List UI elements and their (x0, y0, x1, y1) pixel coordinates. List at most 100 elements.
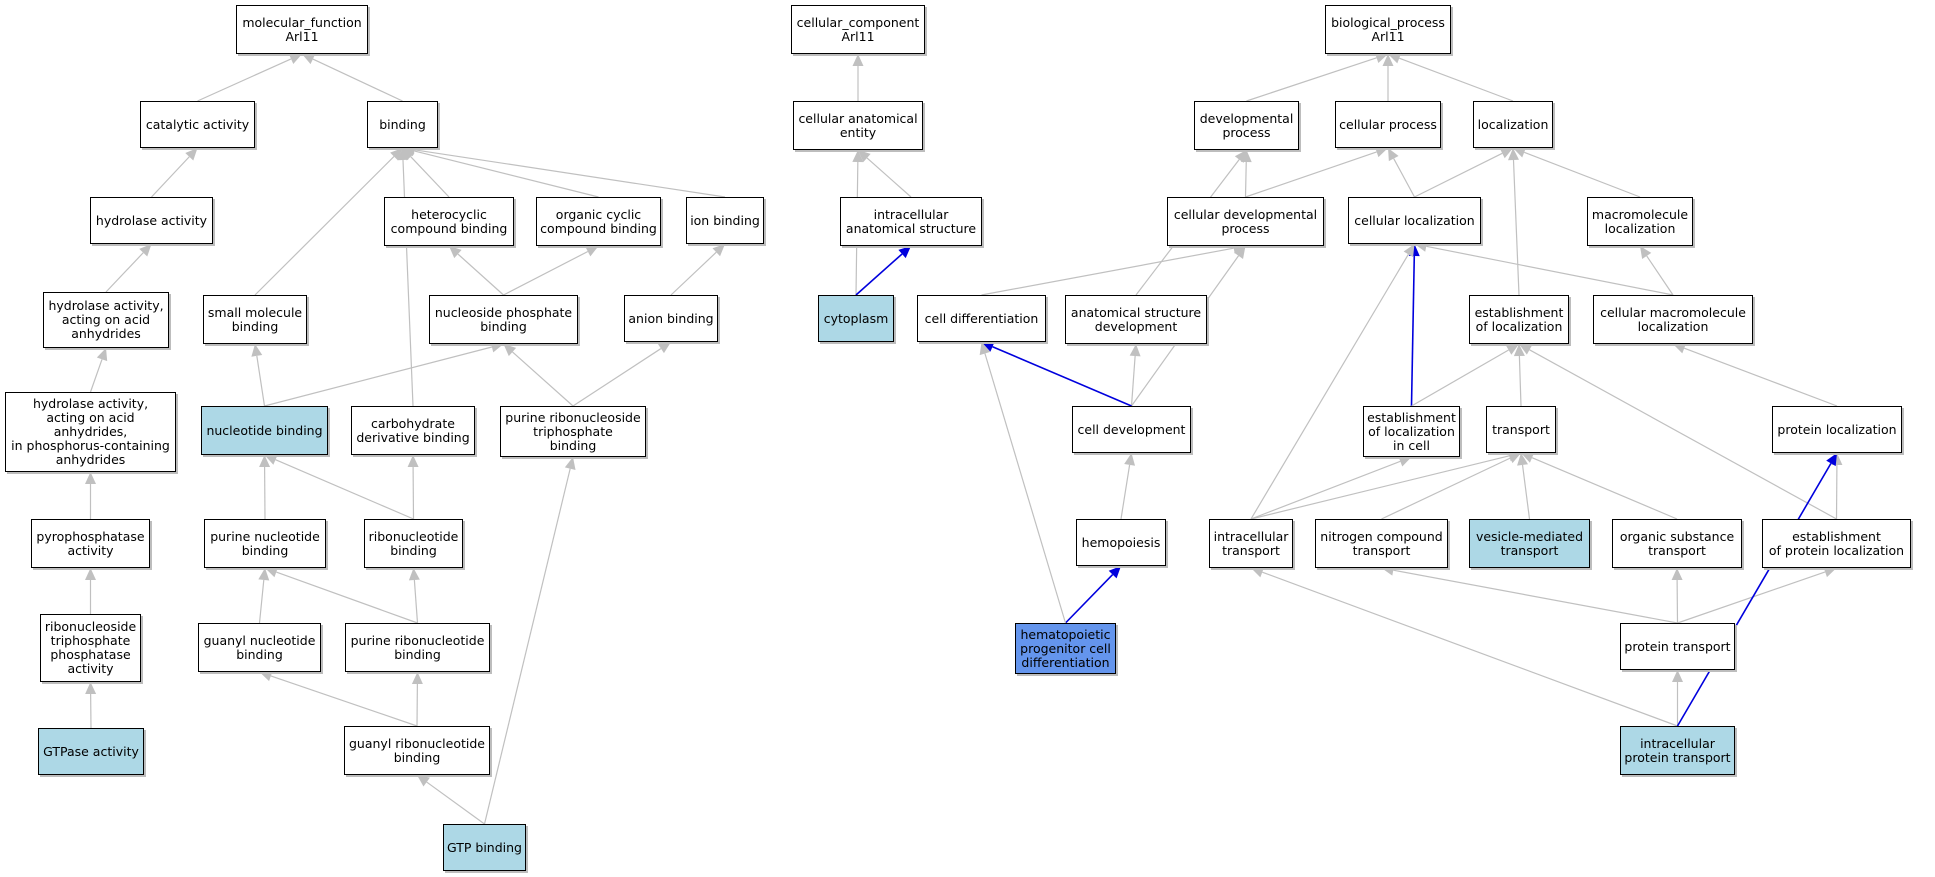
node-cellular-anatomical-entity[interactable]: cellular anatomical entity (793, 101, 923, 150)
node-hydrolase-activity[interactable]: hydrolase activity (90, 197, 213, 244)
node-purine-nucleotide-binding[interactable]: purine nucleotide binding (204, 519, 326, 568)
edge-nucleotide_binding-to-small_molecule (256, 355, 266, 407)
node-purine-ribonucleoside-triphosphate-binding[interactable]: purine ribonucleoside triphosphate bindi… (500, 406, 646, 457)
node-nucleotide-binding[interactable]: nucleotide binding (201, 406, 328, 455)
node-protein-transport[interactable]: protein transport (1620, 623, 1735, 670)
node-carbohydrate-derivative-binding[interactable]: carbohydrate derivative binding (351, 406, 475, 455)
node-macromolecule-localization[interactable]: macromolecule localization (1587, 197, 1693, 246)
node-molecular-function-root[interactable]: molecular_function Arl11 (236, 5, 368, 54)
edge-protein_transport-to-establishment_protein_loc (1677, 571, 1826, 624)
arrowhead-binding-to-mf_root (302, 54, 316, 65)
arrowhead-purine_ribonucleotide-to-purine_nucleotide (265, 566, 279, 578)
node-cytoplasm[interactable]: cytoplasm (818, 295, 894, 342)
node-hydrolase-acid-anhydrides[interactable]: hydrolase activity, acting on acid anhyd… (43, 292, 169, 348)
arrowhead-intracell_anat-to-cell_anat_entity (858, 150, 871, 163)
edge-hematopoietic-to-cell_diff (984, 353, 1067, 624)
node-vesicle-mediated-transport[interactable]: vesicle-mediated transport (1469, 519, 1590, 568)
edge-hemopoiesis-to-cell_development (1120, 464, 1131, 520)
node-cell-development[interactable]: cell development (1072, 406, 1191, 453)
arrowhead-cell_development-to-anat_struct_dev (1129, 344, 1141, 357)
edge-nucleoside_phosphate-to-heterocyclic (457, 253, 504, 296)
node-ribonucleotide-binding[interactable]: ribonucleotide binding (364, 519, 463, 568)
node-developmental-process[interactable]: developmental process (1194, 101, 1299, 150)
edge-heterocyclic-to-binding (410, 156, 450, 198)
node-hematopoietic-progenitor-cell-differentiation[interactable]: hematopoietic progenitor cell differenti… (1015, 623, 1116, 674)
node-binding[interactable]: binding (367, 101, 438, 148)
node-hydrolase-phosphorus-anhydrides[interactable]: hydrolase activity, acting on acid anhyd… (5, 392, 176, 472)
node-nucleoside-phosphate-binding[interactable]: nucleoside phosphate binding (429, 295, 578, 344)
node-establishment-of-localization-in-cell[interactable]: establishment of localization in cell (1363, 406, 1460, 457)
arrowhead-intracellular_transport-to-establishment_loc_cell (1398, 456, 1412, 467)
edge-nitrogen_transport-to-transport (1381, 457, 1511, 520)
node-intracellular-transport[interactable]: intracellular transport (1209, 519, 1293, 568)
edge-establishment_protein_loc-to-establishment_loc (1529, 349, 1837, 520)
arrowhead-intracellular_transport-to-cellular_localization (1403, 244, 1415, 258)
arrowhead-cellular_process-to-bp_root (1382, 54, 1394, 66)
node-purine-ribonucleotide-binding[interactable]: purine ribonucleotide binding (345, 623, 490, 672)
edge-purine_rnstp-to-anion_binding (572, 348, 662, 407)
arrowhead-hematopoietic-to-hemopoiesis (1108, 566, 1121, 579)
node-ion-binding[interactable]: ion binding (686, 197, 764, 244)
edge-purine_ribonucleotide-to-purine_nucleotide (276, 571, 418, 624)
node-gtpase-activity[interactable]: GTPase activity (38, 728, 144, 775)
node-cell-differentiation[interactable]: cell differentiation (917, 295, 1046, 342)
node-nitrogen-compound-transport[interactable]: nitrogen compound transport (1315, 519, 1448, 568)
node-intracellular-anatomical-structure[interactable]: intracellular anatomical structure (840, 197, 982, 246)
node-guanyl-nucleotide-binding[interactable]: guanyl nucleotide binding (198, 623, 321, 672)
node-establishment-of-protein-localization[interactable]: establishment of protein localization (1762, 519, 1911, 568)
node-establishment-of-localization[interactable]: establishment of localization (1469, 295, 1569, 344)
edge-cellular_localization-to-localization (1414, 152, 1503, 198)
arrowhead-cytoplasm-to-intracell_anat (898, 246, 911, 259)
edge-macromolecule_loc-to-localization (1523, 151, 1641, 198)
node-hemopoiesis[interactable]: hemopoiesis (1076, 519, 1166, 566)
node-protein-localization[interactable]: protein localization (1772, 406, 1902, 453)
node-organic-cyclic-compound-binding[interactable]: organic cyclic compound binding (536, 197, 661, 246)
node-guanyl-ribonucleotide-binding[interactable]: guanyl ribonucleotide binding (344, 726, 490, 775)
node-small-molecule-binding[interactable]: small molecule binding (203, 295, 307, 344)
edge-cell_macromolecule_loc-to-macromolecule_loc (1646, 255, 1674, 296)
edge-intracellular_transport-to-transport (1250, 455, 1510, 520)
edge-intracellular_transport-to-cellular_localization (1250, 254, 1409, 520)
arrowhead-intracellular_protein_transport-to-protein_transport (1672, 670, 1683, 682)
arrowhead-guanyl_nucleotide-to-purine_nucleotide (258, 568, 270, 581)
arrowhead-purine_rnstp-to-nucleoside_phosphate (503, 344, 517, 357)
edge-purine_rnstp-to-nucleoside_phosphate (512, 351, 574, 407)
edge-small_molecule-to-binding (254, 156, 395, 296)
arrowhead-hematopoietic-to-cell_diff (979, 342, 991, 356)
arrowhead-cytoplasm-to-cell_anat_entity (852, 150, 864, 163)
edge-ribonucleotide-to-nucleotide_binding (275, 459, 414, 520)
arrowhead-gtpase-to-ribonucleoside_tp (85, 682, 97, 695)
node-cellular-process[interactable]: cellular process (1335, 101, 1441, 148)
node-biological-process-root[interactable]: biological_process Arl11 (1325, 5, 1451, 54)
node-heterocyclic-compound-binding[interactable]: heterocyclic compound binding (384, 197, 514, 246)
arrowhead-guanyl_ribonucleotide-to-purine_ribonucleotide (411, 672, 423, 685)
node-intracellular-protein-transport[interactable]: intracellular protein transport (1620, 726, 1735, 775)
node-cellular-component-root[interactable]: cellular_component Arl11 (791, 5, 925, 54)
node-ribonucleoside-triphosphate-phosphatase[interactable]: ribonucleoside triphosphate phosphatase … (40, 614, 141, 682)
arrowhead-cell_development-to-cell_diff (981, 341, 995, 352)
node-pyrophosphatase-activity[interactable]: pyrophosphatase activity (31, 519, 150, 568)
arrowhead-purine_rnstp-to-anion_binding (657, 342, 671, 354)
arrowhead-cell_dev_process-to-cellular_process (1374, 146, 1388, 158)
arrowhead-ribonucleoside_tp-to-pyrophosphatase (85, 568, 96, 580)
node-cellular-localization[interactable]: cellular localization (1348, 197, 1481, 244)
arrowhead-nucleotide_binding-to-small_molecule (251, 344, 263, 357)
node-localization[interactable]: localization (1473, 101, 1553, 148)
edge-dev_process-to-bp_root (1246, 57, 1377, 102)
arrowhead-cell_development-to-cell_dev_process (1234, 246, 1246, 259)
arrowhead-nitrogen_transport-to-transport (1507, 453, 1521, 464)
node-organic-substance-transport[interactable]: organic substance transport (1612, 519, 1742, 568)
arrowhead-gtp_binding-to-guanyl_ribonucleotide (417, 775, 430, 787)
arrowhead-transport-to-establishment_loc (1513, 344, 1525, 357)
node-cellular-developmental-process[interactable]: cellular developmental process (1167, 197, 1324, 246)
node-gtp-binding[interactable]: GTP binding (443, 824, 526, 871)
node-cellular-macromolecule-localization[interactable]: cellular macromolecule localization (1593, 295, 1753, 344)
node-anatomical-structure-development[interactable]: anatomical structure development (1065, 295, 1207, 344)
edge-hematopoietic-to-hemopoiesis (1064, 574, 1114, 624)
node-transport[interactable]: transport (1486, 406, 1556, 453)
node-anion-binding[interactable]: anion binding (624, 295, 718, 342)
node-catalytic-activity[interactable]: catalytic activity (140, 101, 255, 148)
arrowhead-guanyl_ribonucleotide-to-guanyl_nucleotide (259, 670, 273, 682)
edge-binding-to-mf_root (312, 58, 403, 102)
